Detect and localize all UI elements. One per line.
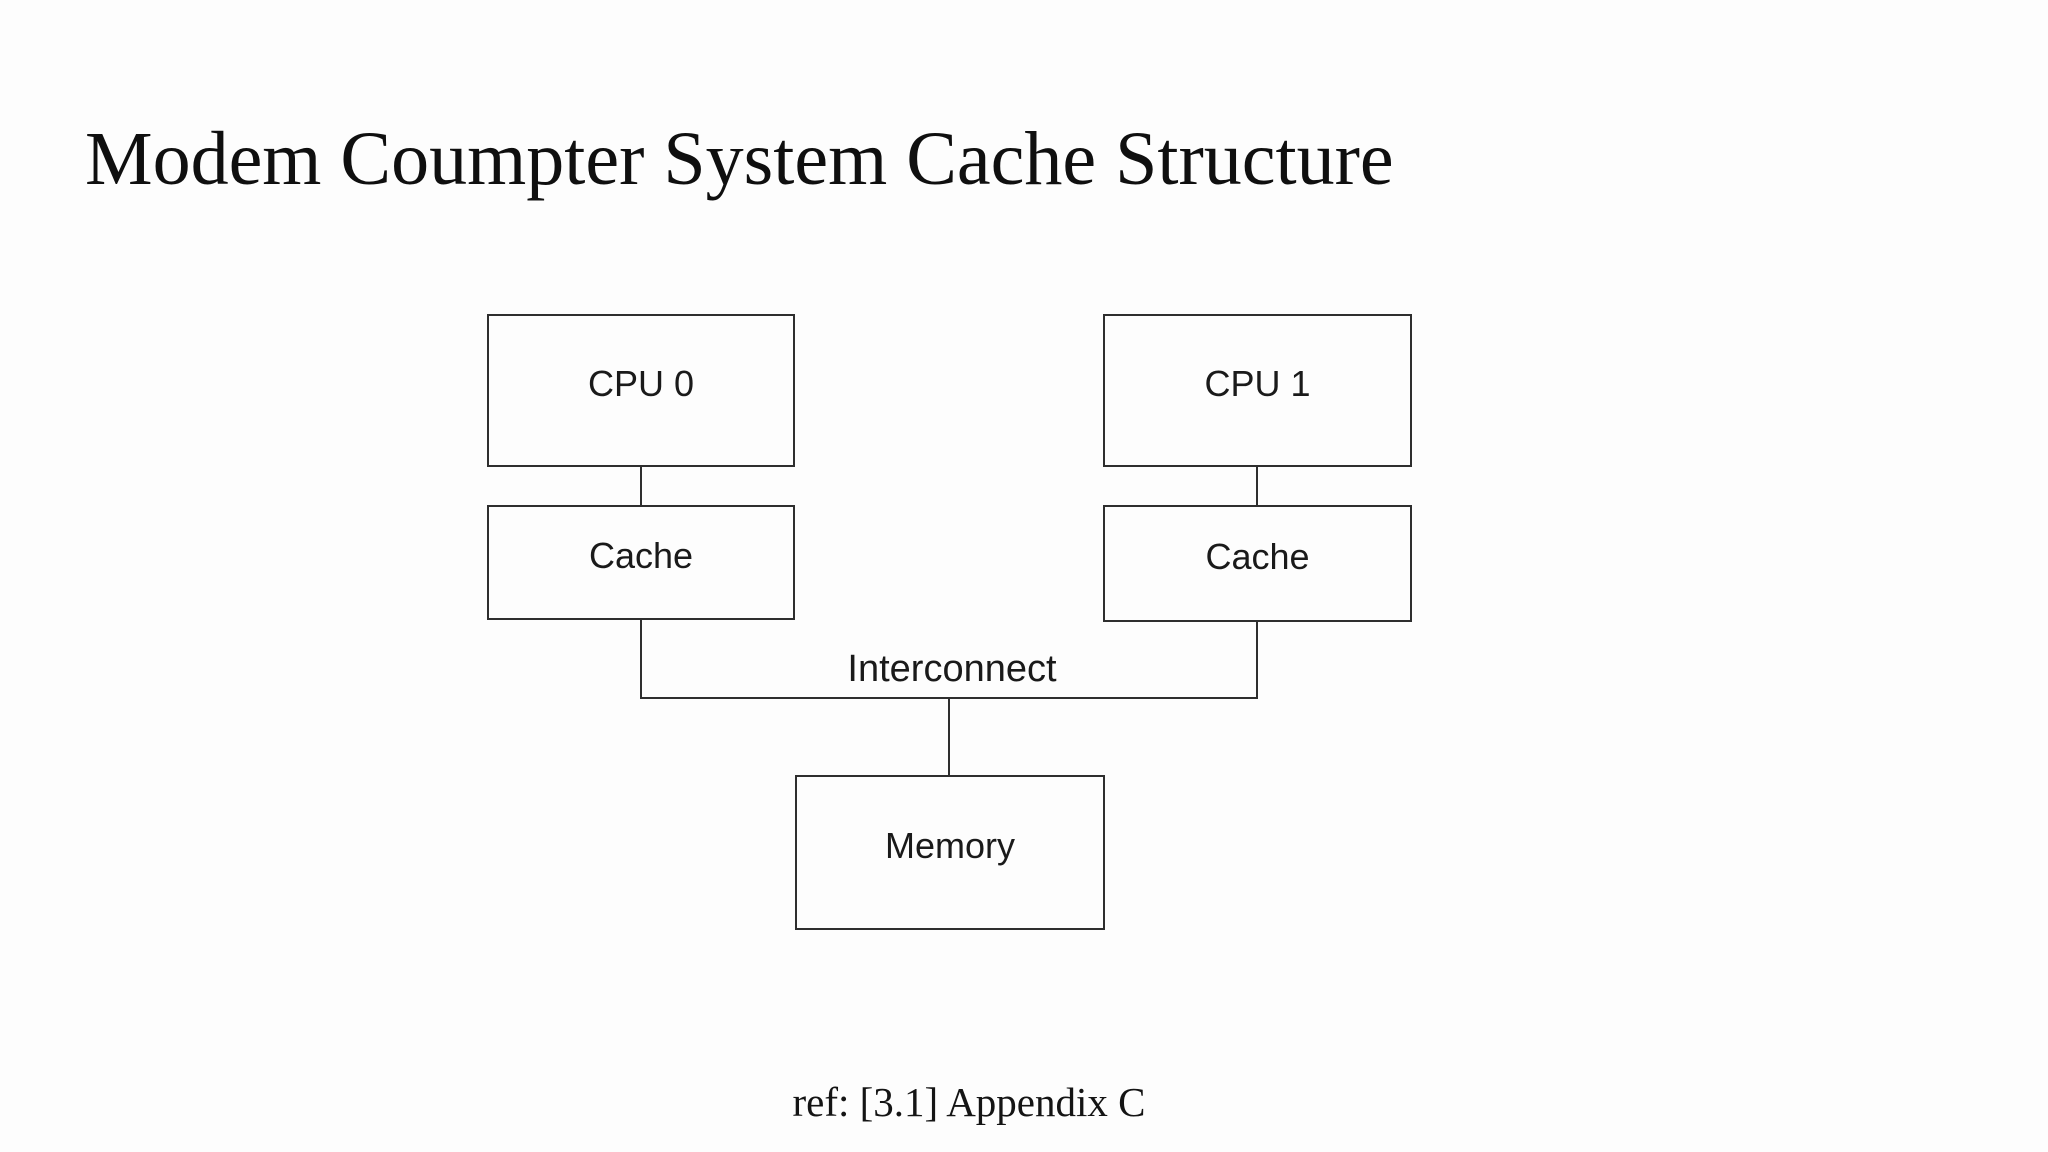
node-memory-label: Memory — [884, 824, 1015, 866]
node-cache1: Cache — [1103, 505, 1412, 622]
connector-cpu1-cache1 — [1256, 467, 1258, 505]
interconnect-label: Interconnect — [847, 648, 1057, 690]
connector-cache0-interconnect — [640, 620, 642, 698]
node-memory: Memory — [795, 775, 1105, 930]
slide-title: Modem Coumpter System Cache Structure — [85, 117, 1394, 201]
node-cache1-label: Cache — [1205, 535, 1310, 577]
node-cpu0-label: CPU 0 — [587, 362, 695, 404]
node-cpu1: CPU 1 — [1103, 314, 1412, 467]
connector-interconnect-memory — [948, 699, 950, 775]
node-cpu0: CPU 0 — [487, 314, 795, 467]
node-cache0-label: Cache — [588, 534, 694, 576]
reference-text: ref: [3.1] Appendix C — [792, 1079, 1146, 1125]
connector-cache1-interconnect — [1256, 622, 1258, 698]
connector-cpu0-cache0 — [640, 467, 642, 505]
node-cpu1-label: CPU 1 — [1204, 362, 1311, 404]
node-cache0: Cache — [487, 505, 795, 620]
interconnect-bus-line — [640, 697, 1258, 699]
